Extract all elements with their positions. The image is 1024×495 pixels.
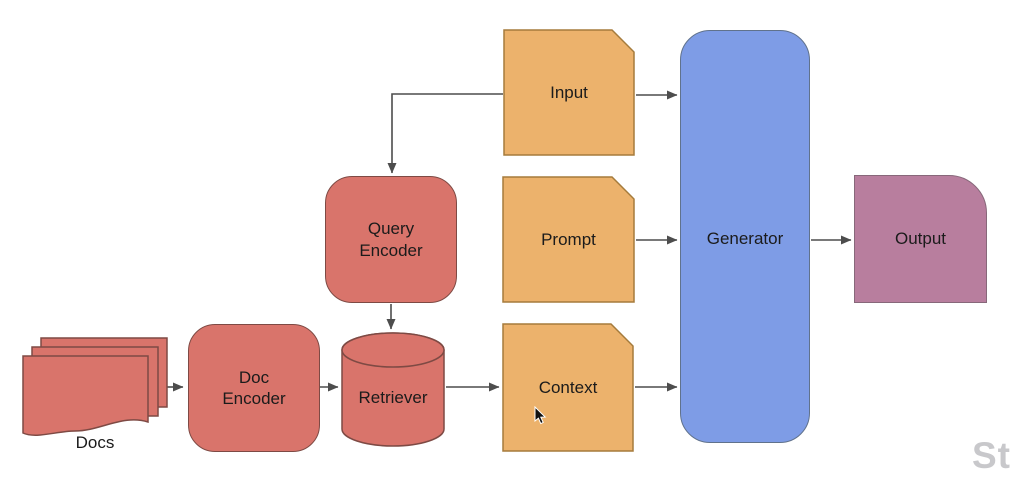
input-label: Input xyxy=(550,82,588,102)
node-input: Input xyxy=(503,29,635,156)
mouse-cursor-icon xyxy=(534,406,547,425)
node-retriever: Retriever xyxy=(341,332,445,448)
node-generator: Generator xyxy=(680,30,810,443)
doc-encoder-label: Doc Encoder xyxy=(222,367,286,408)
generator-label: Generator xyxy=(706,229,784,249)
prompt-label: Prompt xyxy=(541,229,596,249)
node-context: Context xyxy=(502,323,634,452)
query-encoder-label: Query Encoder xyxy=(359,219,423,260)
output-label: Output xyxy=(894,229,947,249)
node-prompt: Prompt xyxy=(502,176,635,303)
edge-input-to-query-encoder xyxy=(387,93,503,174)
node-doc-encoder: Doc Encoder xyxy=(188,324,320,452)
retriever-label: Retriever xyxy=(358,388,428,408)
docs-label: Docs xyxy=(75,433,115,453)
node-docs: Docs xyxy=(20,330,170,452)
card-shape xyxy=(503,29,635,156)
node-query-encoder: Query Encoder xyxy=(325,176,457,303)
context-label: Context xyxy=(538,377,598,397)
node-output: Output xyxy=(854,175,987,303)
cylinder-shape xyxy=(341,332,445,447)
document-stack-shape xyxy=(22,337,168,436)
card-shape xyxy=(502,176,635,303)
watermark-text: St xyxy=(972,435,1011,476)
